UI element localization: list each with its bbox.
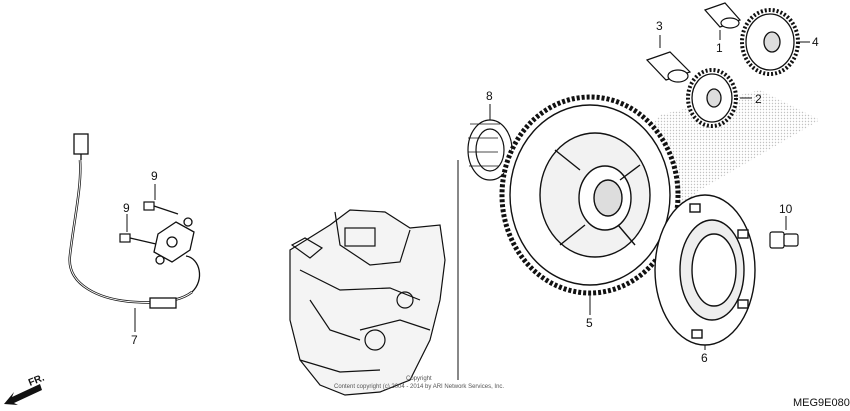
direction-label: FR.: [27, 372, 46, 388]
callout-3: 3: [656, 19, 663, 33]
one-way-clutch: [654, 194, 756, 346]
callout-1: 1: [716, 41, 723, 55]
gear-2: [686, 68, 738, 128]
copyright-line2: Content copyright (c) 2004 - 2014 by ARI…: [334, 384, 504, 390]
bolt-9-upper: [143, 201, 179, 215]
copyright-line1: Copyright: [406, 376, 432, 382]
callout-4: 4: [812, 35, 819, 49]
callout-6: 6: [701, 351, 708, 365]
pulse-generator-harness: [68, 133, 201, 309]
callout-10: 10: [779, 202, 793, 216]
shaft-1: [703, 2, 742, 29]
leader-lines: [126, 30, 810, 350]
diagram-code: MEG9E0800: [793, 397, 850, 409]
front-direction-arrow: FR.: [4, 372, 46, 405]
gear-4: [740, 8, 800, 76]
callout-9-upper: 9: [151, 169, 158, 183]
engine-crankcase: [289, 209, 446, 396]
callout-2: 2: [755, 92, 762, 106]
callout-5: 5: [586, 316, 593, 330]
bolt-9-lower: [119, 233, 157, 245]
needle-bearing: [467, 119, 513, 181]
bolt-10: [769, 231, 799, 249]
callout-8: 8: [486, 89, 493, 103]
starter-driven-gear: [499, 94, 681, 296]
callout-7: 7: [131, 333, 138, 347]
callout-9-lower: 9: [123, 201, 130, 215]
shaft-3: [645, 51, 692, 83]
